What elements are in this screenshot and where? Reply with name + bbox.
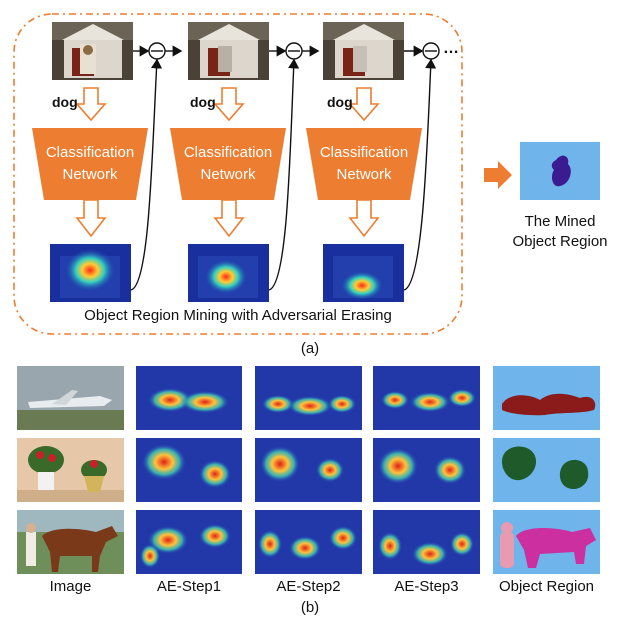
down-arrow-icon [75, 87, 107, 122]
heatmap-horse-step3 [373, 510, 480, 574]
label-dog-2: dog [190, 94, 216, 110]
grid-b [17, 366, 600, 574]
attention-map-3 [323, 244, 404, 302]
mined-region-image [520, 142, 600, 200]
heatmap-airplane-step1 [136, 366, 242, 430]
column-label-ae-step2: AE-Step2 [276, 578, 341, 595]
heatmap-plant-step1 [136, 438, 242, 502]
circle-minus-3 [422, 42, 440, 60]
mask-horse [493, 510, 600, 574]
attention-map-2 [188, 244, 269, 302]
column-label-object-region: Object Region [498, 578, 595, 595]
ellipsis: … [443, 40, 459, 57]
column-label-ae-step3: AE-Step3 [394, 578, 459, 595]
row-airplane [17, 366, 600, 430]
heatmap-airplane-step3 [373, 366, 480, 430]
classifier-1-line1: Classification [45, 144, 135, 161]
classifier-3-line1: Classification [319, 144, 409, 161]
diagram-a [13, 13, 600, 335]
down-arrow-icon [348, 87, 380, 122]
down-arrow-icon [213, 87, 245, 122]
heatmap-airplane-step2 [255, 366, 362, 430]
mask-plant [493, 438, 600, 502]
sublabel-a: (a) [300, 340, 320, 357]
sublabel-b: (b) [300, 599, 320, 616]
input-image-1 [52, 22, 133, 80]
heatmap-plant-step2 [255, 438, 362, 502]
heatmap-plant-step3 [373, 438, 480, 502]
classifier-1-line2: Network [62, 166, 118, 183]
image-plant [17, 438, 124, 502]
attention-map-1 [50, 244, 131, 302]
down-arrow-icon [75, 199, 107, 238]
label-dog-1: dog [52, 94, 78, 110]
circle-minus-1 [148, 42, 166, 60]
row-horse [17, 510, 600, 574]
frame-caption: Object Region Mining with Adversarial Er… [84, 307, 392, 324]
image-horse [17, 510, 124, 574]
classifier-2-line2: Network [200, 166, 256, 183]
label-dog-3: dog [327, 94, 353, 110]
mask-airplane [493, 366, 600, 430]
mined-region-caption: The Mined Object Region [492, 212, 618, 252]
heatmap-horse-step1 [136, 510, 242, 574]
classifier-2-label: Classification Network [170, 142, 286, 186]
right-arrow-icon [484, 161, 512, 189]
row-plant [17, 438, 600, 502]
column-label-image: Image [49, 578, 92, 595]
down-arrow-icon [213, 199, 245, 238]
down-arrow-icon [348, 199, 380, 238]
classification-network-3 [306, 128, 422, 200]
classification-network-2 [170, 128, 286, 200]
classifier-3-line2: Network [336, 166, 392, 183]
dashed-frame [13, 13, 463, 335]
heatmap-horse-step2 [255, 510, 362, 574]
classifier-3-label: Classification Network [306, 142, 422, 186]
image-airplane [17, 366, 124, 430]
mined-caption-line2: Object Region [512, 233, 608, 250]
input-image-3 [323, 22, 404, 80]
mined-caption-line1: The Mined [524, 213, 596, 230]
classifier-1-label: Classification Network [32, 142, 148, 186]
classification-network-1 [32, 128, 148, 200]
column-label-ae-step1: AE-Step1 [156, 578, 222, 595]
classifier-2-line1: Classification [183, 144, 273, 161]
circle-minus-2 [285, 42, 303, 60]
input-image-2 [188, 22, 269, 80]
